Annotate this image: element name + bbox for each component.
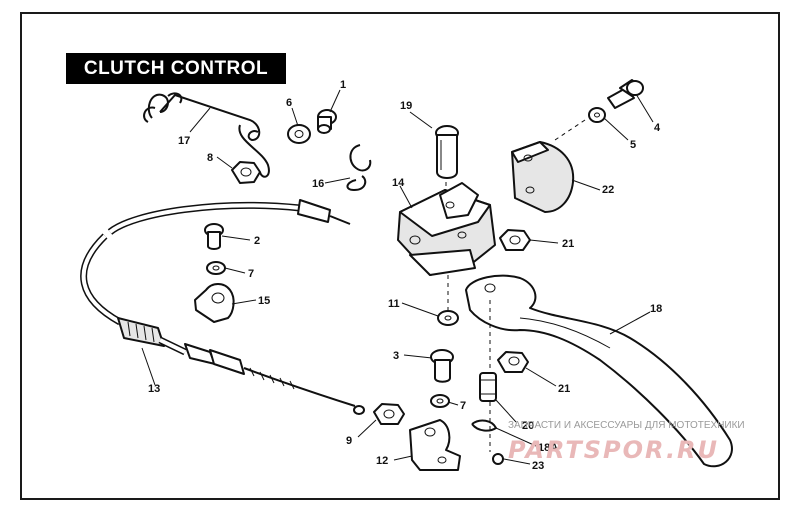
part-1-screw [317,109,337,134]
part-11-washer [437,310,459,326]
callout-1: 1 [340,79,346,91]
callout-7-lower: 7 [460,400,466,412]
part-16-snap-ring [346,144,372,192]
callout-9: 9 [346,435,352,447]
part-18-clutch-lever [465,274,733,468]
callout-13: 13 [148,383,160,395]
part-5-washer [588,107,606,123]
part-14-lever-bracket [397,182,496,276]
watermark-tagline: ЗАПЧАСТИ И АКСЕССУАРЫ ДЛЯ МОТОТЕХНИКИ [508,420,745,431]
part-22-clamp [511,141,575,213]
callout-6: 6 [286,97,292,109]
diagram-frame [20,12,780,500]
callout-20: 20 [522,420,534,432]
part-23-set-screw [492,453,504,465]
callout-16: 16 [312,178,324,190]
watermark: ЗАПЧАСТИ И АКСЕССУАРЫ ДЛЯ МОТОТЕХНИКИ PA… [508,420,745,464]
callout-12: 12 [376,455,388,467]
part-19-pivot-pin [435,125,459,179]
part-12-cable-bracket [409,419,461,471]
watermark-logo: PARTSPOR.RU [508,436,719,464]
part-13-clutch-cable [80,199,365,415]
callout-14: 14 [392,177,405,189]
callout-2: 2 [254,235,260,247]
part-18a-retaining-clip [471,419,498,432]
part-17-spring-clip [143,92,270,178]
part-2-screw [204,223,224,250]
part-20-pin [479,372,497,402]
callout-15: 15 [258,295,270,307]
callout-23: 23 [532,460,544,472]
callout-11: 11 [388,298,400,310]
callout-3: 3 [393,350,399,362]
callout-19: 19 [400,100,412,112]
part-7-washer-upper [206,261,226,275]
diagram-title: CLUTCH CONTROL [66,53,286,84]
callout-5: 5 [630,139,636,151]
callout-numbers: 1 6 17 8 16 19 4 5 22 14 21 2 7 15 11 18… [148,79,662,472]
leader-lines [141,89,654,465]
callout-22: 22 [602,184,614,196]
callout-18: 18 [650,303,662,315]
part-21-nut-upper [499,229,531,251]
callout-4: 4 [654,122,661,134]
callout-21-lower: 21 [558,383,570,395]
part-7-washer-lower [430,394,450,408]
callout-21-upper: 21 [562,238,574,250]
callout-8: 8 [207,152,213,164]
part-9-nut [373,403,405,425]
part-6-washer [287,124,311,144]
callout-7-upper: 7 [248,268,254,280]
part-21-nut-lower [497,351,529,373]
part-8-nut [231,161,261,184]
assembly-lines [445,119,586,452]
part-3-screw [430,349,454,383]
part-15-cable-clip [194,283,235,323]
callout-17: 17 [178,135,190,147]
callout-18a: 18A [538,442,558,454]
part-4-bolt [607,79,644,109]
